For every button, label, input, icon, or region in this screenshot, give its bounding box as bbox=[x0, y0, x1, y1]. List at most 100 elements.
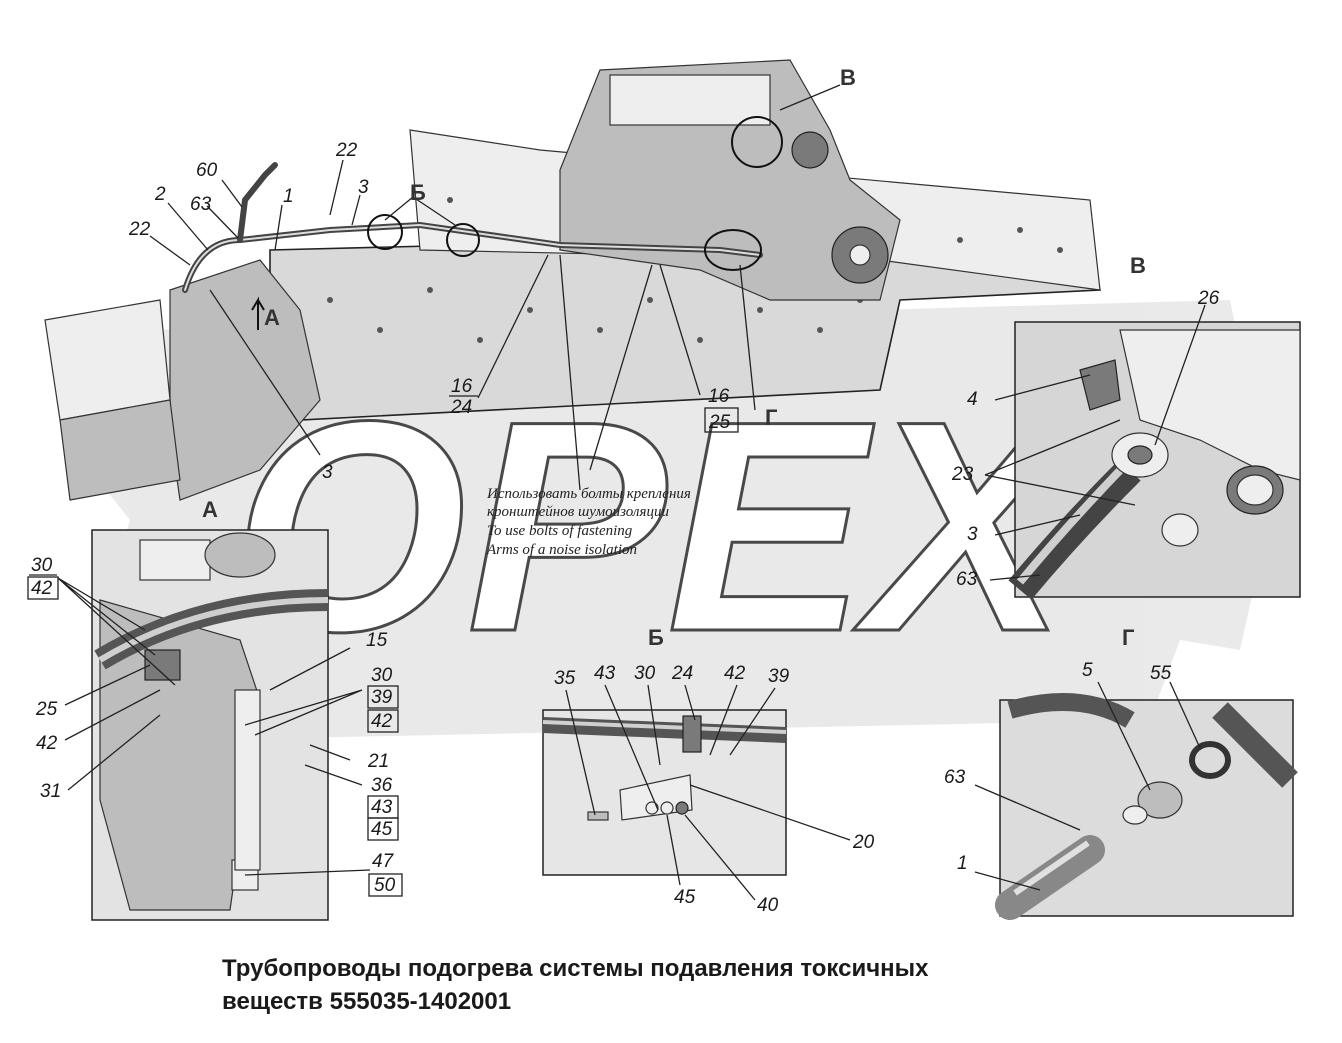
a-callout-50: 50 bbox=[374, 875, 396, 896]
g-callout-63: 63 bbox=[944, 767, 966, 788]
view-g-pipe-1-hl bbox=[1013, 840, 1090, 896]
a-callout-42-top: 42 bbox=[31, 578, 53, 599]
view-a-pipe-hl bbox=[98, 597, 329, 663]
callout-1: 1 bbox=[283, 186, 294, 207]
view-a-bracket bbox=[99, 599, 261, 911]
view-b-washer-2 bbox=[660, 801, 674, 815]
a-callout-36: 36 bbox=[371, 775, 393, 796]
view-a: А 30 42 15 30 39 42 25 42 bbox=[27, 497, 403, 921]
mounting-note: Использовать болты крепления кронштейнов… bbox=[486, 486, 691, 558]
note-ru-line1: Использовать болты крепления bbox=[486, 486, 691, 502]
b-callout-45: 45 bbox=[674, 887, 696, 908]
diagram-title-line-1: Трубопроводы подогрева системы подавлени… bbox=[222, 955, 929, 982]
pipe-riser bbox=[237, 162, 278, 243]
a-box-50 bbox=[368, 873, 403, 897]
callout-22-left: 22 bbox=[128, 219, 151, 240]
frame-holes bbox=[327, 197, 1063, 343]
section-label-a-view: А bbox=[202, 497, 218, 522]
a-callout-39: 39 bbox=[371, 687, 393, 708]
a-callout-31: 31 bbox=[40, 781, 61, 802]
b-callout-35: 35 bbox=[554, 668, 576, 689]
view-b: Б 35 43 30 24 42 39 20 45 40 bbox=[542, 625, 875, 916]
view-a-connector bbox=[204, 532, 276, 578]
note-en-line2: Arms of a noise isolation bbox=[486, 542, 637, 558]
view-g-ring-55 bbox=[1189, 741, 1231, 779]
engine-cover bbox=[609, 74, 771, 126]
callout-22-top: 22 bbox=[335, 140, 358, 161]
a-callout-43: 43 bbox=[371, 797, 393, 818]
view-b-bolt bbox=[587, 811, 609, 821]
callout-25: 25 bbox=[708, 412, 731, 433]
section-label-g-main: Г bbox=[765, 405, 778, 430]
a-callout-45: 45 bbox=[371, 819, 393, 840]
watermark-text: ОРЕХ bbox=[233, 358, 1082, 694]
view-b-bracket bbox=[619, 774, 693, 821]
section-label-b-main: Б bbox=[410, 180, 426, 205]
view-g: Г 5 55 63 1 bbox=[944, 625, 1298, 920]
g-callout-55: 55 bbox=[1150, 663, 1172, 684]
view-b-leaders bbox=[565, 684, 851, 901]
a-callout-30-right: 30 bbox=[371, 665, 393, 686]
diagram-title: Трубопроводы подогрева системы подавлени… bbox=[222, 952, 1202, 1018]
a-callout-21: 21 bbox=[367, 751, 389, 772]
a-box-39 bbox=[367, 685, 399, 709]
detail-circle-b1 bbox=[367, 214, 403, 250]
view-b-pipe-hl bbox=[542, 720, 787, 734]
view-v-port-inner bbox=[1236, 474, 1274, 506]
v-callout-23: 23 bbox=[951, 464, 974, 485]
view-v-pipe-hl bbox=[1016, 459, 1131, 585]
view-g-fitting-5-tip bbox=[1122, 805, 1148, 825]
view-b-nut bbox=[675, 801, 689, 815]
main-assembly-view: 60 22 3 2 63 1 22 3 16 24 16 25 А Б В Г bbox=[44, 59, 1102, 501]
v-callout-26: 26 bbox=[1197, 288, 1220, 309]
b-callout-30: 30 bbox=[634, 663, 656, 684]
detail-circle-b2 bbox=[446, 223, 480, 257]
view-g-pipe-1 bbox=[995, 835, 1105, 920]
heating-pipe-highlight bbox=[184, 223, 761, 291]
engine-turbo bbox=[791, 131, 829, 169]
callout-16-left: 16 bbox=[451, 376, 473, 397]
view-a-arm bbox=[234, 689, 261, 871]
v-callout-63: 63 bbox=[956, 569, 978, 590]
a-box-42 bbox=[27, 576, 59, 600]
v-callout-3: 3 bbox=[967, 524, 978, 545]
main-leaders bbox=[149, 84, 841, 491]
a-callout-25: 25 bbox=[35, 699, 58, 720]
view-a-leaders bbox=[57, 577, 371, 876]
b-callout-42: 42 bbox=[724, 663, 746, 684]
diagram-title-line-2: веществ 555035-1402001 bbox=[222, 988, 512, 1015]
a-callout-42-left: 42 bbox=[36, 733, 58, 754]
callout-3-top: 3 bbox=[358, 177, 369, 198]
callout-2: 2 bbox=[154, 184, 166, 205]
callout-16-right: 16 bbox=[708, 386, 730, 407]
view-v-clip bbox=[1079, 359, 1121, 411]
view-a-fitting bbox=[139, 539, 211, 581]
note-ru-line2: кронштейнов шумоизоляции bbox=[487, 504, 669, 520]
a-callout-15: 15 bbox=[366, 630, 388, 651]
a-callout-30: 30 bbox=[31, 555, 53, 576]
view-b-washer-1 bbox=[645, 801, 659, 815]
a-box-42-right bbox=[367, 709, 399, 733]
battery-box-front bbox=[59, 399, 181, 501]
v-callout-4: 4 bbox=[967, 389, 978, 410]
b-callout-43: 43 bbox=[594, 663, 616, 684]
section-label-a-main: А bbox=[264, 305, 280, 330]
section-label-b-view: Б bbox=[648, 625, 664, 650]
section-label-v-view: В bbox=[1130, 253, 1146, 278]
view-g-pipe-top bbox=[1007, 693, 1135, 728]
view-v-plug bbox=[1161, 513, 1199, 547]
b-callout-24: 24 bbox=[671, 663, 693, 684]
battery-box bbox=[44, 299, 171, 421]
b-callout-39: 39 bbox=[768, 666, 790, 687]
view-g-pipe-right bbox=[1212, 702, 1298, 788]
box-25 bbox=[704, 407, 739, 433]
view-v-leaders bbox=[984, 304, 1206, 581]
engine-pulley-hub bbox=[849, 244, 871, 266]
a-callout-47: 47 bbox=[372, 851, 395, 872]
view-arrow-a bbox=[251, 296, 265, 330]
view-b-pipe bbox=[542, 717, 787, 743]
callout-24: 24 bbox=[450, 397, 472, 418]
detail-circle-g bbox=[704, 229, 762, 271]
view-g-fitting-5 bbox=[1137, 781, 1183, 819]
